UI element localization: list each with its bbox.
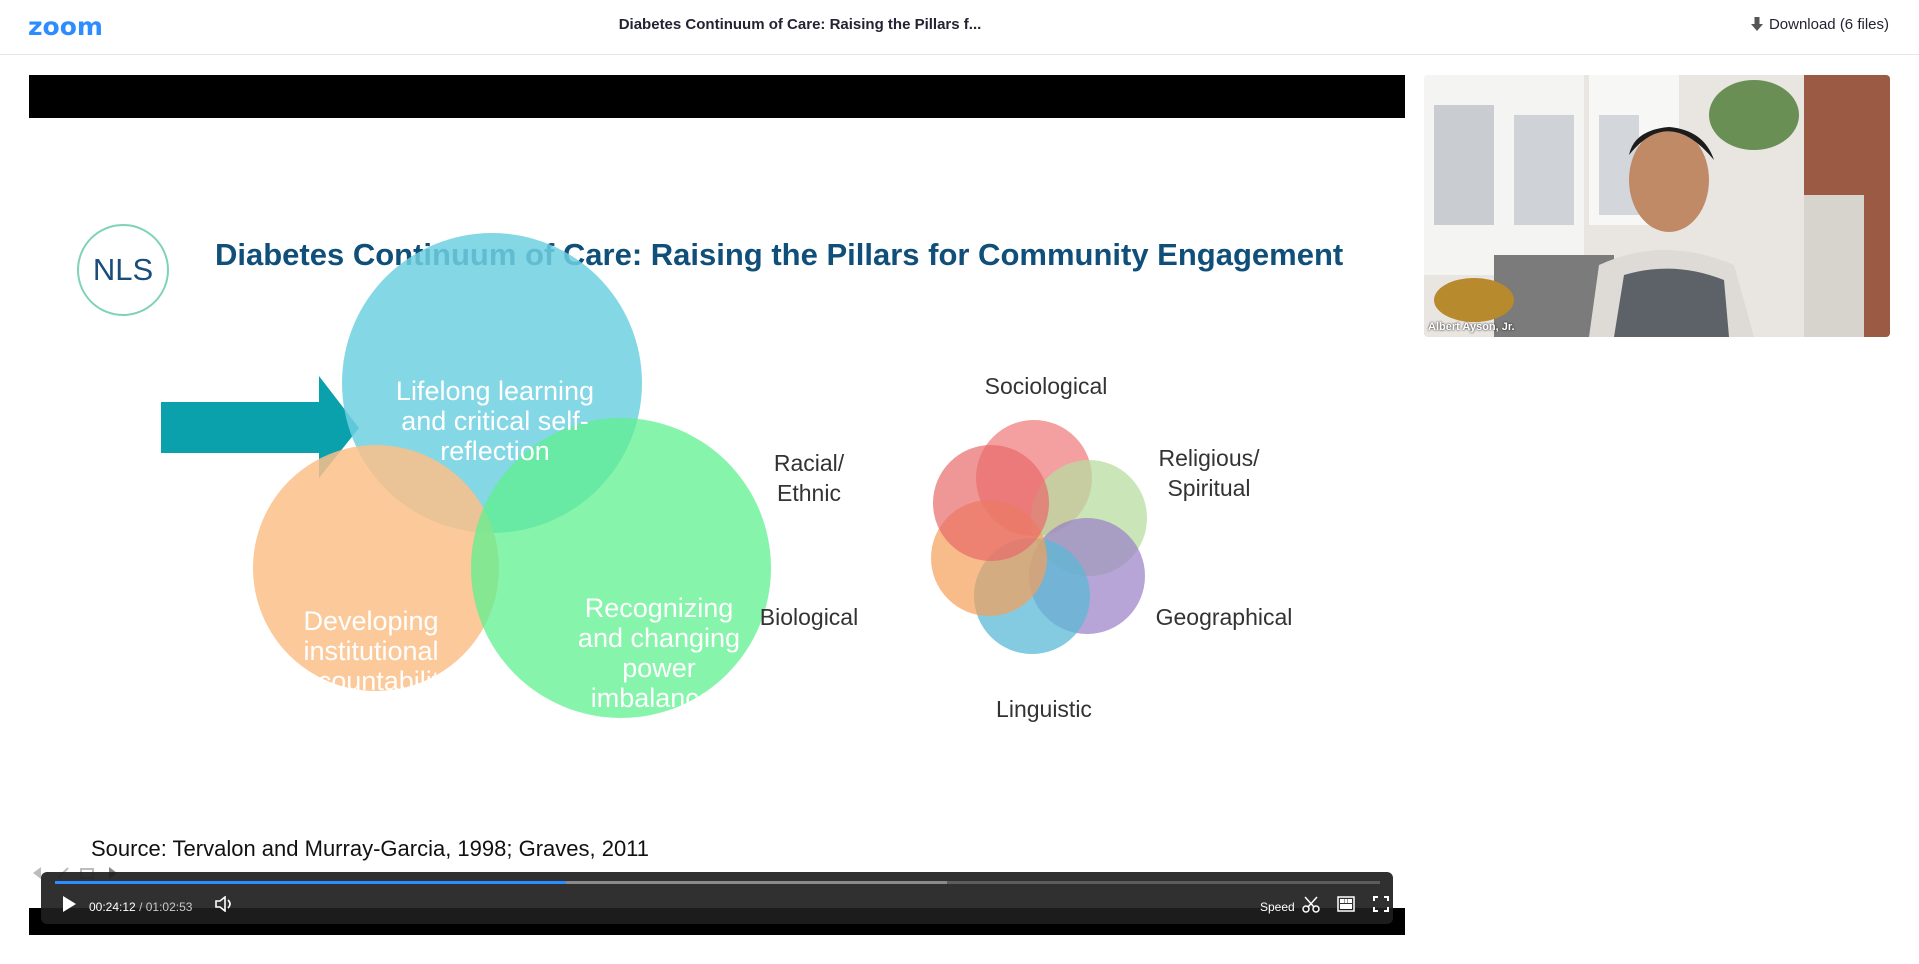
cultural-flower	[931, 420, 1147, 654]
label-linguistic: Linguistic	[996, 696, 1092, 722]
scissors-icon	[1302, 895, 1320, 918]
zoom-logo[interactable]: zoom	[28, 12, 103, 41]
label-racial-ethnic: Racial/Ethnic	[773, 450, 845, 506]
nls-logo: NLS	[77, 224, 169, 316]
progress-bar[interactable]	[55, 881, 1380, 884]
current-time: 00:24:12	[89, 900, 136, 914]
download-icon	[1750, 16, 1763, 33]
volume-button[interactable]	[213, 894, 237, 918]
venn-circle-left	[253, 445, 499, 691]
speaker-name: Albert Ayson, Jr.	[1428, 321, 1515, 333]
label-biological: Biological	[759, 604, 859, 630]
speaker-video[interactable]: Albert Ayson, Jr.	[1424, 75, 1890, 337]
recording-title: Diabetes Continuum of Care: Raising the …	[618, 16, 982, 33]
venn-diagram	[161, 233, 1147, 718]
speaker-thumbnail	[1424, 75, 1890, 337]
speed-button[interactable]: Speed	[1260, 900, 1295, 914]
layout-icon	[1337, 895, 1355, 917]
play-icon	[62, 895, 76, 917]
player-controls: 00:24:12 / 01:02:53 Speed	[41, 872, 1393, 924]
clip-button[interactable]	[1299, 894, 1323, 918]
slide-source: Source: Tervalon and Murray-Garcia, 1998…	[91, 836, 650, 861]
progress-played	[55, 881, 567, 884]
time-display: 00:24:12 / 01:02:53	[89, 900, 192, 914]
fullscreen-button[interactable]	[1369, 894, 1393, 918]
duration: 01:02:53	[145, 900, 193, 914]
video-player[interactable]: NLS Diabetes Continuum of Care: Raising …	[29, 75, 1405, 935]
label-religious-spiritual: Religious/Spiritual	[1158, 445, 1260, 501]
venn-circle-right	[471, 418, 771, 718]
gallery-view-button[interactable]	[1334, 894, 1358, 918]
volume-icon	[215, 894, 235, 917]
play-button[interactable]	[57, 894, 81, 918]
download-button[interactable]: Download (6 files)	[1750, 16, 1889, 33]
shared-slide: NLS Diabetes Continuum of Care: Raising …	[29, 118, 1405, 908]
fullscreen-icon	[1373, 895, 1389, 917]
label-sociological: Sociological	[984, 373, 1108, 399]
time-separator: /	[139, 900, 143, 914]
label-geographical: Geographical	[1155, 604, 1293, 630]
top-bar: zoom Diabetes Continuum of Care: Raising…	[0, 0, 1919, 55]
undo-icon[interactable]	[31, 865, 47, 886]
download-label: Download (6 files)	[1768, 16, 1889, 33]
arrow-icon	[161, 376, 359, 478]
